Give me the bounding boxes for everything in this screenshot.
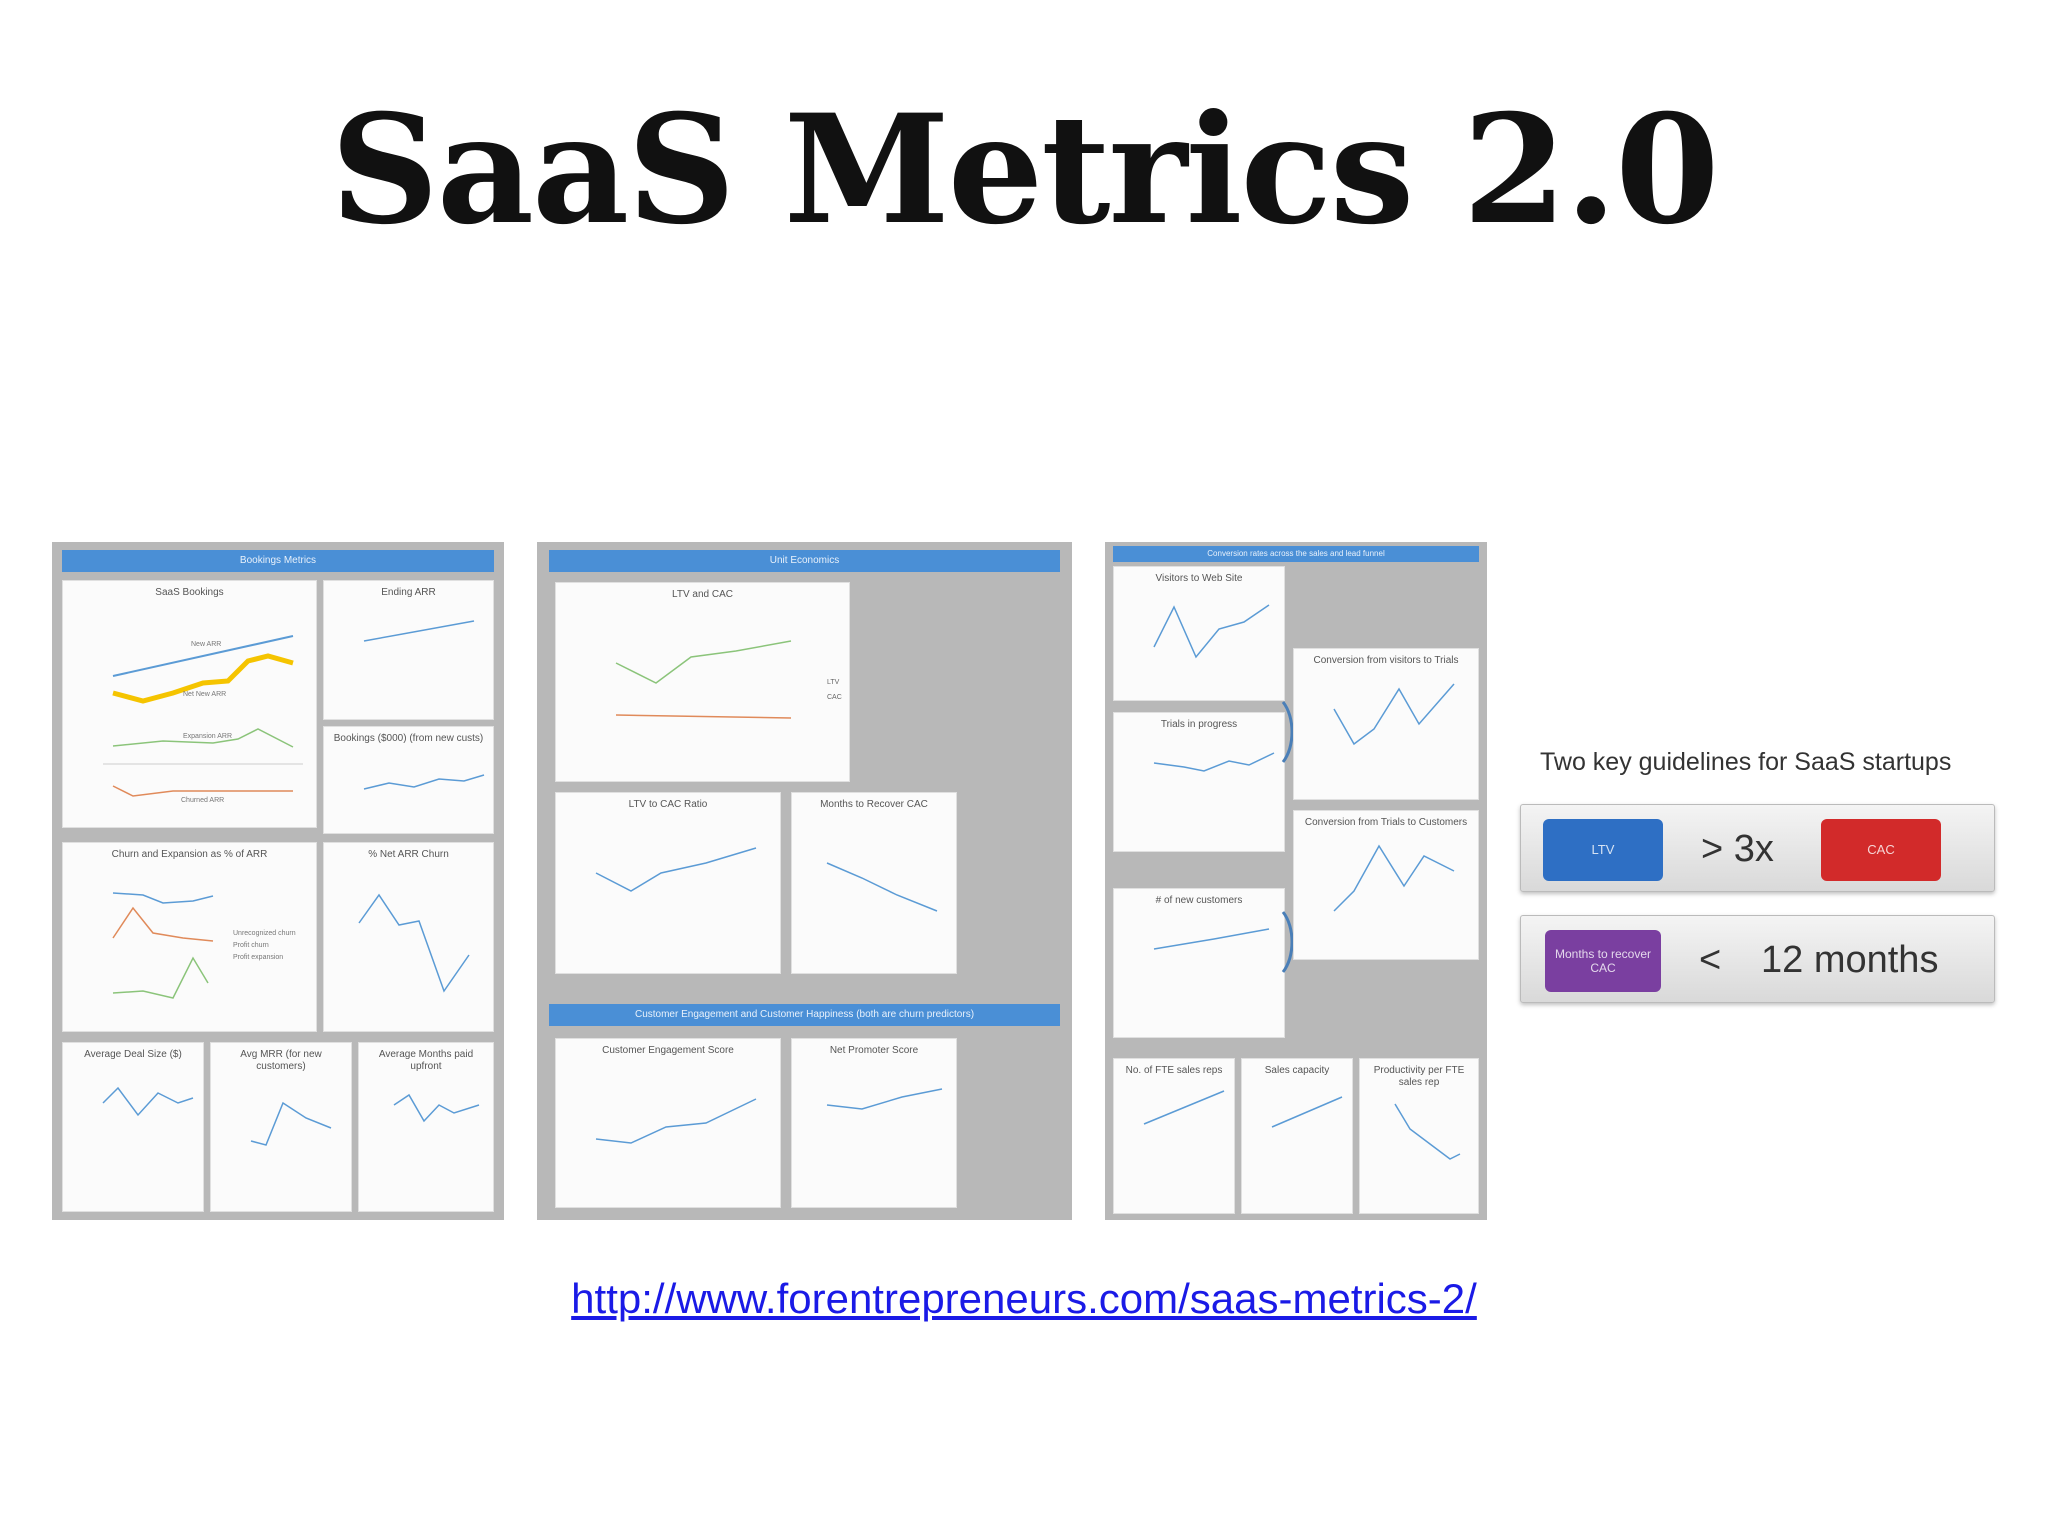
series-label-new-arr: New ARR	[191, 641, 222, 648]
mini-chart-saas-bookings: SaaS Bookings New ARR Net New ARR Expans…	[62, 580, 317, 828]
mini-chart-plot	[595, 1098, 757, 1144]
mini-chart-plot	[1333, 844, 1455, 912]
mini-chart-trials-in-progress: Trials in progress	[1113, 712, 1285, 852]
mini-chart-title: LTV to CAC Ratio	[628, 799, 708, 810]
mini-chart-ending-arr: Ending ARR	[323, 580, 494, 720]
mini-chart-title: Average Deal Size ($)	[84, 1049, 182, 1060]
mini-chart-title: Conversion from visitors to Trials	[1313, 655, 1459, 666]
funnel-arrows	[1281, 701, 1294, 973]
mini-chart-productivity-per-rep: Productivity per FTE sales rep	[1359, 1058, 1479, 1214]
thumbnail-conversion-funnel: Conversion rates across the sales and le…	[1105, 542, 1487, 1220]
mini-chart-plot	[102, 1086, 194, 1117]
mini-chart-churn-expansion: Churn and Expansion as % of ARR Unrecogn…	[62, 842, 317, 1032]
legend-cac: CAC	[827, 694, 842, 701]
mini-chart-title: SaaS Bookings	[155, 587, 224, 598]
panel-header-engagement: Customer Engagement and Customer Happine…	[549, 1004, 1060, 1026]
mini-chart-net-promoter: Net Promoter Score	[791, 1038, 957, 1208]
guideline-ltv-cac: LTV > 3x CAC	[1520, 804, 1995, 892]
mini-chart-plot	[1153, 752, 1275, 772]
legend-profit-churn: Profit churn	[233, 942, 269, 949]
months-operator: <	[1699, 939, 1722, 981]
mini-chart-title: % Net ARR Churn	[368, 849, 449, 860]
mini-chart-fte-sales-reps: No. of FTE sales reps	[1113, 1058, 1235, 1214]
mini-chart-title: Productivity per FTE sales rep	[1373, 1065, 1465, 1088]
mini-chart-title: # of new customers	[1155, 895, 1243, 906]
mini-chart-bookings-new-custs: Bookings ($000) (from new custs)	[323, 726, 494, 834]
mini-chart-plot	[1143, 1090, 1225, 1125]
mini-chart-title: Trials in progress	[1160, 719, 1238, 730]
source-link[interactable]: http://www.forentrepreneurs.com/saas-met…	[571, 1275, 1477, 1322]
mini-chart-avg-mrr: Avg MRR (for new customers)	[210, 1042, 352, 1212]
mini-chart-title: Visitors to Web Site	[1155, 573, 1243, 584]
mini-chart-ltv-and-cac: LTV and CAC	[555, 582, 850, 782]
cac-tag: CAC	[1821, 819, 1941, 881]
mini-chart-plot	[358, 893, 470, 993]
mini-chart-plot	[1153, 604, 1270, 659]
mini-chart-plot	[826, 1088, 943, 1110]
mini-chart-title: LTV and CAC	[672, 589, 733, 600]
thumbnail-bookings-metrics: Bookings Metrics SaaS Bookings New ARR N…	[52, 542, 504, 1220]
mini-chart-plot	[1153, 928, 1270, 950]
mini-chart-title: Months to Recover CAC	[820, 799, 928, 810]
panel-header: Bookings Metrics	[62, 550, 494, 572]
mini-chart-trials-to-customers: Conversion from Trials to Customers	[1293, 810, 1479, 960]
mini-chart-title: No. of FTE sales reps	[1125, 1065, 1223, 1076]
mini-chart-title: Bookings ($000) (from new custs)	[333, 733, 484, 744]
mini-chart-title: Customer Engagement Score	[602, 1045, 734, 1056]
mini-chart-title: Net Promoter Score	[829, 1045, 919, 1056]
mini-chart-title: Sales capacity	[1264, 1065, 1330, 1076]
mini-chart-title: Ending ARR	[381, 587, 436, 598]
mini-chart-new-customers: # of new customers	[1113, 888, 1285, 1038]
mini-chart-average-deal-size: Average Deal Size ($)	[62, 1042, 204, 1212]
guidelines-title: Two key guidelines for SaaS startups	[1540, 748, 1952, 776]
slide-title: SaaS Metrics 2.0	[330, 82, 1720, 258]
mini-chart-visitors-to-trials: Conversion from visitors to Trials	[1293, 648, 1479, 800]
series-label-expansion-arr: Expansion ARR	[183, 733, 233, 740]
mini-chart-visitors: Visitors to Web Site	[1113, 566, 1285, 701]
mini-chart-ltv-cac-ratio: LTV to CAC Ratio	[555, 792, 781, 974]
mini-chart-plot	[615, 640, 792, 719]
series-label-net-new-arr: Net New ARR	[183, 691, 227, 698]
mini-chart-plot	[393, 1093, 480, 1123]
mini-chart-title: Conversion from Trials to Customers	[1304, 817, 1468, 828]
mini-chart-net-arr-churn: % Net ARR Churn	[323, 842, 494, 1032]
mini-chart-title: Average Months paid upfront	[378, 1049, 474, 1072]
mini-chart-plot	[826, 862, 938, 912]
mini-chart-customer-engagement: Customer Engagement Score	[555, 1038, 781, 1208]
ltv-cac-operator: > 3x	[1701, 828, 1774, 870]
legend-unrecognized-churn: Unrecognized churn	[233, 930, 296, 937]
panel-header: Conversion rates across the sales and le…	[1113, 546, 1479, 562]
mini-chart-plot	[363, 620, 475, 642]
months-to-recover-tag: Months to recover CAC	[1545, 930, 1661, 992]
legend-ltv: LTV	[827, 679, 840, 686]
mini-chart-plot	[363, 774, 485, 790]
panel-header: Unit Economics	[549, 550, 1060, 572]
mini-chart-plot	[250, 1101, 332, 1146]
mini-chart-months-to-recover-cac: Months to Recover CAC	[791, 792, 957, 974]
mini-chart-plot	[1394, 1103, 1461, 1160]
mini-chart-title: Avg MRR (for new customers)	[240, 1049, 322, 1072]
mini-chart-plot	[112, 892, 214, 999]
thumbnail-unit-economics: Unit Economics LTV and CAC LTV CAC LTV t…	[537, 542, 1072, 1220]
guideline-months-to-recover: Months to recover CAC < 12 months	[1520, 915, 1995, 1003]
ltv-tag: LTV	[1543, 819, 1663, 881]
mini-chart-average-months-upfront: Average Months paid upfront	[358, 1042, 494, 1212]
mini-chart-plot	[595, 847, 757, 892]
series-label-churned-arr: Churned ARR	[181, 797, 225, 804]
mini-chart-title: Churn and Expansion as % of ARR	[111, 849, 268, 860]
mini-chart-plot	[103, 635, 303, 797]
mini-chart-sales-capacity: Sales capacity	[1241, 1058, 1353, 1214]
legend-profit-expansion: Profit expansion	[233, 954, 284, 961]
mini-chart-plot	[1333, 683, 1455, 746]
mini-chart-plot	[1271, 1096, 1343, 1128]
months-value: 12 months	[1761, 939, 1939, 981]
